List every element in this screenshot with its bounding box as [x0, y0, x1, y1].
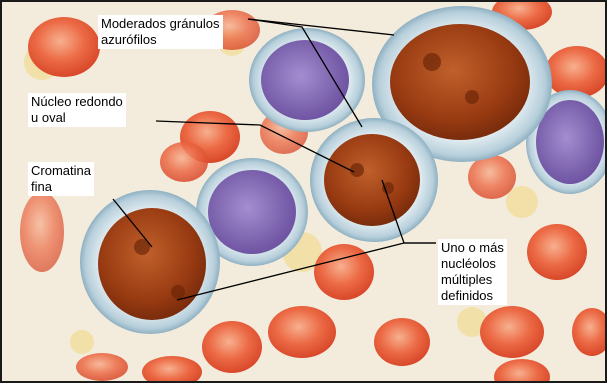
label-nucleoli: Uno o más nucléolos múltiples definidos	[438, 239, 507, 305]
label-nucleus: Núcleo redondo u oval	[28, 93, 126, 127]
label-chromatin: Cromatina fina	[28, 162, 94, 196]
label-granules: Moderados gránulos azurófilos	[98, 15, 223, 49]
